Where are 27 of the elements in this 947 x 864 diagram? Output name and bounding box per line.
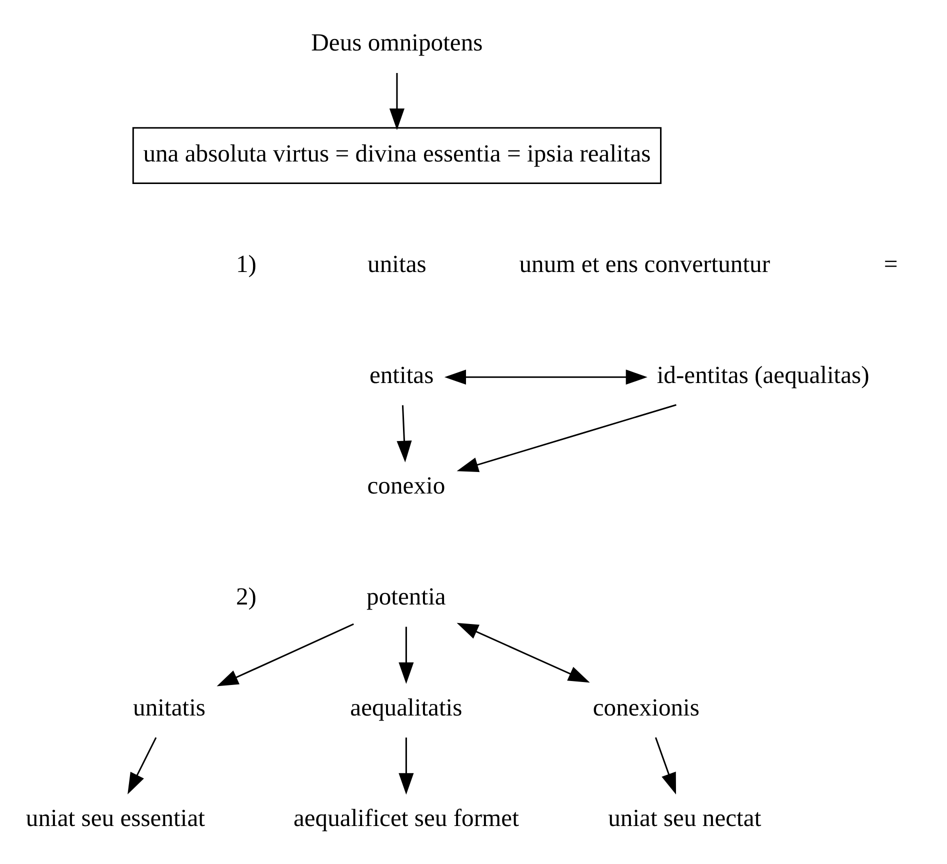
node-box: una absoluta virtus = divina essentia = ipsia realitas xyxy=(132,126,662,184)
arrow xyxy=(396,404,412,462)
arrow xyxy=(444,369,648,384)
arrow xyxy=(128,736,157,794)
label: = xyxy=(884,250,898,278)
arrow xyxy=(398,626,414,684)
node-text: aequalitatis xyxy=(350,694,462,721)
node-text: Deus omnipotens xyxy=(311,29,483,56)
label: unitas xyxy=(368,250,426,278)
arrow xyxy=(654,736,676,794)
node-text: potentia xyxy=(366,582,446,610)
arrow xyxy=(216,622,354,686)
node-text: conexionis xyxy=(592,694,700,721)
node-text: entitas xyxy=(369,361,434,388)
node-text: conexio xyxy=(367,472,446,500)
node-text: unitatis xyxy=(133,694,206,721)
label: unum et ens convertuntur xyxy=(519,250,770,278)
node-text: uniat seu essentiat xyxy=(26,804,205,832)
node-text: uniat seu nectat xyxy=(608,804,762,832)
arrow xyxy=(389,72,405,130)
node-text: aequalificet seu formet xyxy=(293,804,519,832)
arrow xyxy=(456,404,676,472)
arrow xyxy=(456,622,590,682)
arrow xyxy=(398,737,414,794)
label: 1) xyxy=(236,250,256,278)
node-text: id-entitas (aequalitas) xyxy=(656,361,870,388)
label: 2) xyxy=(236,582,256,610)
